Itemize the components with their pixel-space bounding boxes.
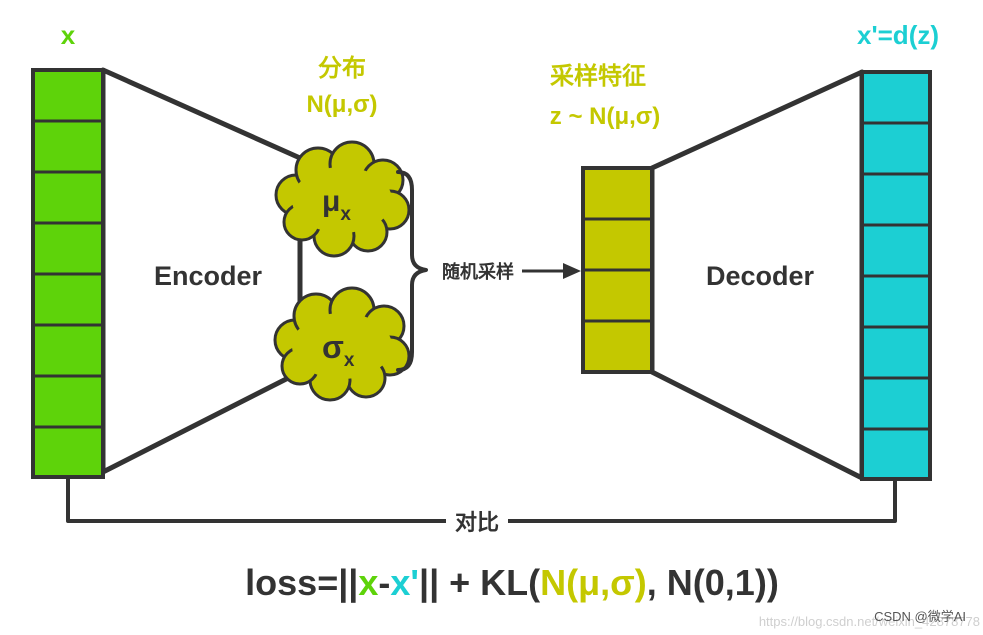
encoder-label: Encoder bbox=[154, 261, 263, 291]
input-column bbox=[31, 68, 105, 479]
watermark-url: https://blog.csdn.net/weixin_42878778 bbox=[759, 614, 980, 629]
loss-xprime: x' bbox=[390, 562, 419, 603]
mu-symbol: μ bbox=[322, 185, 340, 218]
sigma-symbol: σ bbox=[322, 329, 344, 365]
features-title: 采样特征 bbox=[550, 62, 646, 90]
watermark-text: CSDN @微学AI bbox=[874, 609, 966, 624]
curly-brace bbox=[396, 170, 428, 372]
loss-suffix: , N(0,1)) bbox=[647, 562, 779, 603]
output-label: x'=d(z) bbox=[857, 20, 939, 50]
loss-dist: N(μ,σ) bbox=[540, 562, 647, 603]
mu-subscript: x bbox=[340, 204, 351, 225]
distribution-title: 分布 bbox=[318, 54, 366, 82]
sigma-cloud bbox=[273, 286, 411, 402]
mu-cloud bbox=[274, 140, 411, 258]
input-label: x bbox=[61, 20, 76, 50]
loss-x: x bbox=[358, 562, 378, 603]
compare-label: 对比 bbox=[455, 510, 499, 535]
sampling-arrow-head bbox=[563, 263, 581, 279]
sigma-subscript: x bbox=[344, 350, 355, 371]
features-formula: z ~ N(μ,σ) bbox=[550, 103, 660, 130]
loss-mid: || + KL( bbox=[419, 562, 540, 604]
loss-prefix: loss=|| bbox=[245, 562, 358, 604]
mu-label: μx bbox=[322, 185, 351, 225]
decoder-label: Decoder bbox=[706, 261, 815, 291]
sigma-label: σx bbox=[322, 329, 355, 371]
loss-formula: loss=||x-x'|| + KL(N(μ,σ), N(0,1)) bbox=[245, 562, 779, 604]
output-column bbox=[860, 70, 932, 481]
loss-minus: - bbox=[378, 562, 390, 603]
sampling-label: 随机采样 bbox=[442, 261, 514, 282]
distribution-formula: N(μ,σ) bbox=[306, 91, 377, 118]
feature-column bbox=[581, 166, 654, 374]
compare-label-bg bbox=[446, 508, 508, 534]
